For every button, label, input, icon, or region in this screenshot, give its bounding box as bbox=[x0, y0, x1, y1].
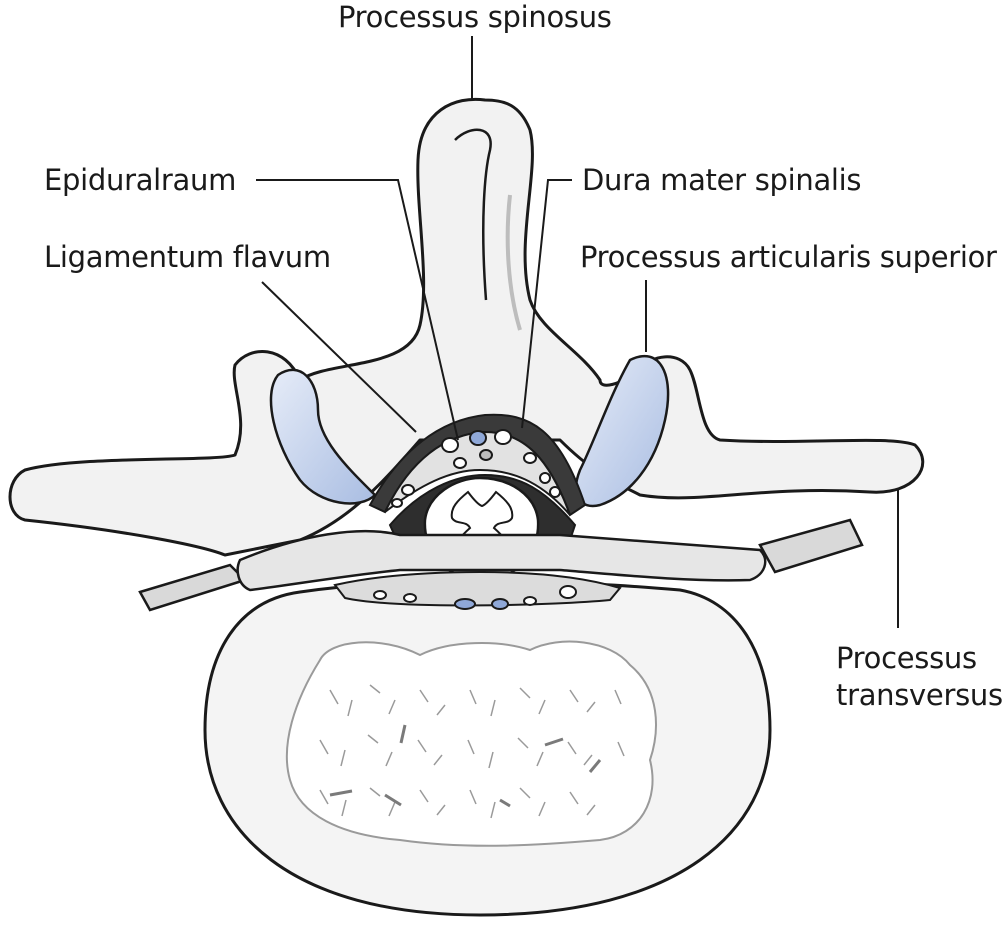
anterior-epidural-space bbox=[333, 570, 622, 607]
label-processus-articularis-superior: Processus articularis superior bbox=[580, 240, 997, 274]
leader-dura bbox=[521, 179, 572, 429]
spinous-shading bbox=[454, 128, 492, 301]
label-dura-mater-spinalis: Dura mater spinalis bbox=[582, 163, 862, 197]
articular-cartilage-right bbox=[574, 354, 670, 508]
epidural-vessels bbox=[391, 429, 561, 508]
spinous-shadow bbox=[505, 194, 522, 331]
label-processus-transversus-line2: transversus bbox=[836, 678, 1003, 712]
label-processus-spinosus: Processus spinosus bbox=[338, 0, 612, 34]
label-epiduralraum: Epiduralraum bbox=[44, 163, 237, 197]
nerve-root-left bbox=[138, 563, 248, 612]
leader-lines bbox=[256, 36, 899, 628]
leader-epidural bbox=[256, 179, 459, 441]
label-processus-transversus: Processus transversus bbox=[836, 640, 1003, 714]
trabecular-dark-marks bbox=[329, 724, 602, 808]
anterior-vessels bbox=[373, 585, 577, 610]
leader-ligament bbox=[261, 281, 417, 433]
label-processus-transversus-line1: Processus bbox=[836, 641, 977, 675]
ligament-band bbox=[236, 529, 767, 592]
nerve-root-right bbox=[758, 518, 864, 574]
trabecular-texture bbox=[319, 684, 625, 819]
label-ligamentum-flavum: Ligamentum flavum bbox=[44, 240, 331, 274]
